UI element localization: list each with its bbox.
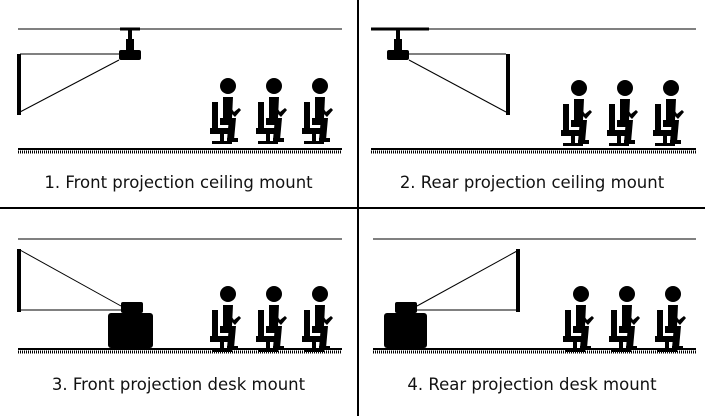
seated-person-icon — [563, 286, 594, 352]
seated-person-icon — [655, 286, 686, 352]
ceiling-mount-joint — [394, 39, 402, 50]
desk-icon — [108, 313, 153, 348]
audience-seats — [210, 286, 333, 352]
panel-rear-ceiling: 2. Rear projection ceiling mount — [359, 0, 705, 207]
seated-person-icon — [256, 286, 287, 352]
scene-front-desk — [17, 238, 342, 354]
panel-caption: 1. Front projection ceiling mount — [44, 173, 313, 192]
scene-rear-ceiling — [371, 27, 696, 154]
panel-caption: 3. Front projection desk mount — [51, 375, 306, 394]
projection-screen — [17, 54, 21, 115]
seated-person-icon — [210, 78, 241, 144]
projection-beam-top — [19, 249, 122, 307]
seated-person-icon — [210, 286, 241, 352]
projector-icon — [119, 50, 141, 60]
seated-person-icon — [607, 80, 638, 146]
desk-icon — [384, 313, 427, 348]
projection-screen — [516, 249, 520, 312]
panel-front-desk: 3. Front projection desk mount — [0, 209, 357, 416]
projection-screen — [17, 249, 21, 312]
ceiling-mount-pole — [128, 29, 132, 40]
projection-beam-bottom — [408, 59, 507, 113]
projector-icon — [395, 302, 417, 313]
ceiling-mount-pole — [396, 29, 400, 40]
scene-front-ceiling — [17, 27, 342, 154]
grid-divider-horizontal — [0, 207, 705, 209]
scene-rear-desk — [373, 238, 696, 354]
seated-person-icon — [302, 78, 333, 144]
projection-screen — [506, 54, 510, 115]
panel-rear-desk: 4. Rear projection desk mount — [359, 209, 705, 416]
seated-person-icon — [302, 286, 333, 352]
panel-front-ceiling: 1. Front projection ceiling mount — [0, 0, 357, 207]
seated-person-icon — [256, 78, 287, 144]
seated-person-icon — [561, 80, 592, 146]
projection-beam-bottom — [19, 59, 120, 113]
panel-caption: 4. Rear projection desk mount — [407, 375, 657, 394]
seated-person-icon — [609, 286, 640, 352]
ceiling-mount-joint — [126, 39, 134, 50]
seated-person-icon — [653, 80, 684, 146]
projector-icon — [387, 50, 409, 60]
projection-beam-top — [416, 250, 518, 307]
audience-seats — [561, 80, 684, 146]
panel-caption: 2. Rear projection ceiling mount — [399, 173, 665, 192]
projector-icon — [121, 302, 143, 313]
audience-seats — [563, 286, 686, 352]
audience-seats — [210, 78, 333, 144]
